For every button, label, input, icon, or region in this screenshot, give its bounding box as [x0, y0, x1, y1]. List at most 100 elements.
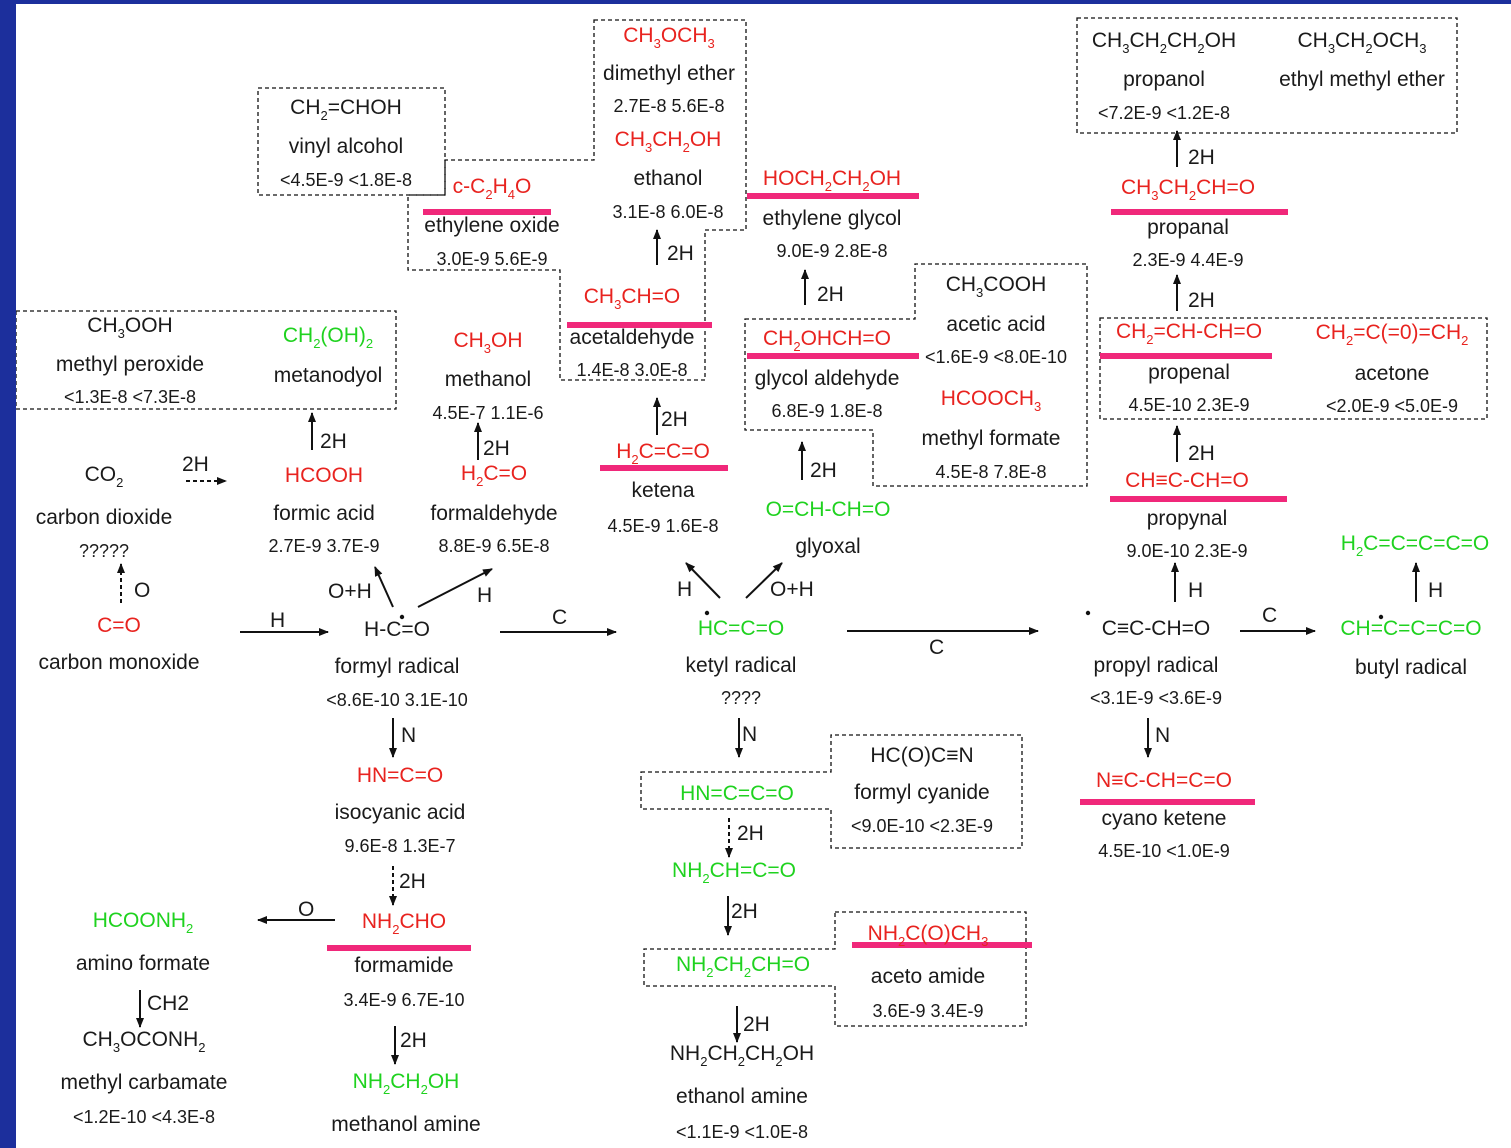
formula-formaldehyde: H2C=O — [461, 462, 527, 489]
name-cyano-ketene: cyano ketene — [1102, 807, 1227, 830]
radical-dot-formyl — [399, 614, 405, 620]
label-ch2-aminoformate: CH2 — [147, 992, 189, 1015]
abundance-isocyanic-acid: 9.6E-8 1.3E-7 — [344, 836, 455, 856]
name-methyl-formate: methyl formate — [922, 427, 1061, 450]
abundance-ketyl-radical: ???? — [721, 688, 761, 708]
radical-dot-butyl — [1378, 614, 1384, 620]
name-formic-acid: formic acid — [273, 502, 375, 525]
name-amino-formate: amino formate — [76, 952, 210, 975]
name-ethanol: ethanol — [634, 167, 703, 190]
label-n-propyl: N — [1155, 724, 1170, 747]
formula-acetic-acid: CH3COOH — [946, 273, 1047, 300]
species-amino-acetaldehyde: NH2CH2CH=O — [676, 953, 810, 980]
box-peroxide-group — [16, 310, 397, 410]
species-butyl-product: H2C=C=C=C=O — [1341, 532, 1489, 559]
formula-acetaldehyde: CH3CH=O — [584, 285, 681, 312]
name-propyl-radical: propyl radical — [1094, 654, 1219, 677]
label-n-ketyl: N — [742, 723, 757, 746]
formula-butyl-radical: CH=C=C=C=O — [1340, 617, 1481, 640]
name-formamide: formamide — [354, 954, 453, 977]
name-ethanol-amine: ethanol amine — [676, 1085, 808, 1108]
label-2h-metanodyol: 2H — [320, 430, 347, 453]
formula-ketena: H2C=C=O — [616, 440, 710, 467]
name-dimethyl-ether: dimethyl ether — [603, 62, 735, 85]
formula-amino-ketene: NH2CH=C=O — [672, 859, 796, 886]
formula-propynal: CH≡C-CH=O — [1125, 469, 1249, 492]
formula-metanodyol: CH2(OH)2 — [283, 324, 373, 351]
abundance-aceto-amide: 3.6E-9 3.4E-9 — [872, 1001, 983, 1021]
name-ethylene-oxide: ethylene oxide — [424, 214, 559, 237]
label-h-co: H — [270, 609, 285, 632]
arrow-labels: 2H 2H 2H 2H 2H 2H 2H 2H 2H 2H O O+H H H … — [134, 146, 1443, 1052]
name-ketena: ketena — [631, 479, 694, 502]
formula-carbon-dioxide: CO2 — [85, 463, 124, 490]
label-h-butyl: H — [1428, 579, 1443, 602]
name-propanal: propanal — [1147, 216, 1229, 239]
formula-methyl-formate: HCOOCH3 — [941, 387, 1042, 414]
formula-aceto-amide: NH2C(O)CH3 — [868, 922, 989, 949]
name-butyl-radical: butyl radical — [1355, 656, 1467, 679]
label-h-propyl: H — [1188, 579, 1203, 602]
abundance-methyl-formate: 4.5E-8 7.8E-8 — [935, 462, 1046, 482]
label-2h-propanol: 2H — [1188, 146, 1215, 169]
name-methyl-carbamate: methyl carbamate — [61, 1071, 228, 1094]
name-propynal: propynal — [1147, 507, 1228, 530]
label-2h-formamide: 2H — [400, 1029, 427, 1052]
arrow-ketyl-glyoxal — [745, 562, 783, 599]
abundance-glycol-aldehyde: 6.8E-9 1.8E-8 — [771, 401, 882, 421]
label-2h-aminoketene: 2H — [731, 900, 758, 923]
abundance-acetone: <2.0E-9 <5.0E-9 — [1326, 396, 1458, 416]
label-c-ketyl: C — [929, 636, 944, 659]
formula-dimethyl-ether: CH3OCH3 — [623, 24, 714, 51]
box-glycol-group — [744, 263, 1088, 487]
label-2h-propenal: 2H — [1188, 442, 1215, 465]
label-oh-formyl: O+H — [328, 580, 372, 603]
formula-isocyanic-acid: HN=C=O — [357, 764, 443, 787]
abundance-acetaldehyde: 1.4E-8 3.0E-8 — [576, 360, 687, 380]
arrow-formyl-formic — [374, 566, 394, 608]
formula-hnccco: HN=C=C=O — [680, 782, 794, 805]
formula-glycol-aldehyde: CH2OHCH=O — [763, 327, 891, 354]
formula-propanal: CH3CH2CH=O — [1121, 176, 1255, 203]
label-h-ketyl: H — [677, 578, 692, 601]
abundance-formyl-cyanide: <9.0E-10 <2.3E-9 — [851, 816, 993, 836]
abundance-acetic-acid: <1.6E-9 <8.0E-10 — [925, 347, 1067, 367]
abundance-methyl-carbamate: <1.2E-10 <4.3E-8 — [73, 1107, 215, 1127]
abundance-ketena: 4.5E-9 1.6E-8 — [607, 516, 718, 536]
label-2h-aminoacetaldehyde: 2H — [743, 1013, 770, 1036]
abundance-formamide: 3.4E-9 6.7E-10 — [343, 990, 464, 1010]
radical-dots — [399, 610, 1384, 620]
formula-formyl-cyanide: HC(O)C≡N — [870, 744, 973, 767]
abundance-dimethyl-ether: 2.7E-8 5.6E-8 — [613, 96, 724, 116]
formula-methyl-peroxide: CH3OOH — [87, 314, 172, 341]
abundance-propanal: 2.3E-9 4.4E-9 — [1132, 250, 1243, 270]
name-carbon-monoxide: carbon monoxide — [38, 651, 199, 674]
formula-propenal: CH2=CH-CH=O — [1116, 320, 1262, 347]
label-2h-methanol: 2H — [483, 437, 510, 460]
label-n-formyl: N — [401, 724, 416, 747]
name-formyl-radical: formyl radical — [335, 655, 460, 678]
abundance-propanol: <7.2E-9 <1.2E-8 — [1098, 103, 1230, 123]
box-vinyl-alcohol — [257, 87, 446, 196]
label-2h-glycol: 2H — [817, 283, 844, 306]
reaction-network-diagram: 2H 2H 2H 2H 2H 2H 2H 2H 2H 2H O O+H H H … — [16, 17, 1489, 1142]
label-o-co: O — [134, 579, 150, 602]
formula-ethylene-oxide: c-C2H4O — [453, 175, 532, 202]
abundance-formyl-radical: <8.6E-10 3.1E-10 — [326, 690, 468, 710]
